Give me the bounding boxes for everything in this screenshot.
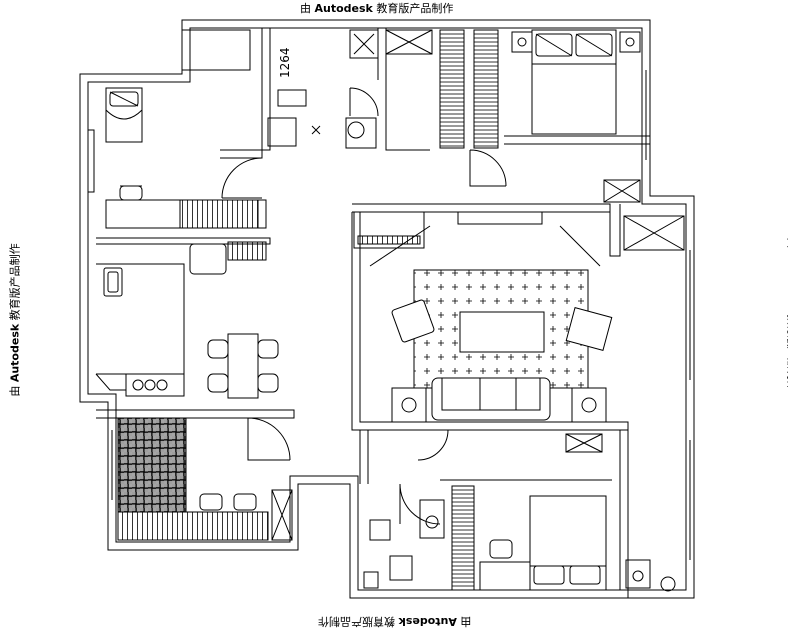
watermark-top: 由 Autodesk 教育版产品制作 — [300, 0, 453, 16]
closets-top — [385, 29, 499, 149]
windows — [107, 70, 695, 560]
desk — [105, 185, 267, 229]
interior-walls — [96, 28, 651, 598]
small-bed — [87, 87, 143, 193]
bathroom-bottom — [363, 499, 445, 589]
bathroom-top — [267, 29, 379, 149]
bedroom-bottom — [451, 485, 676, 592]
watermark-brand: Autodesk — [314, 2, 373, 15]
kitchen — [95, 241, 267, 397]
laundry-area — [117, 417, 293, 541]
master-bed — [511, 29, 641, 203]
dining-table — [207, 333, 279, 399]
watermark-suffix: 教育版产品制作 — [376, 2, 454, 15]
living-room — [353, 211, 685, 453]
dimension-label: 1264 — [278, 47, 292, 78]
doors — [182, 29, 507, 525]
watermark-prefix: 由 — [300, 2, 311, 15]
